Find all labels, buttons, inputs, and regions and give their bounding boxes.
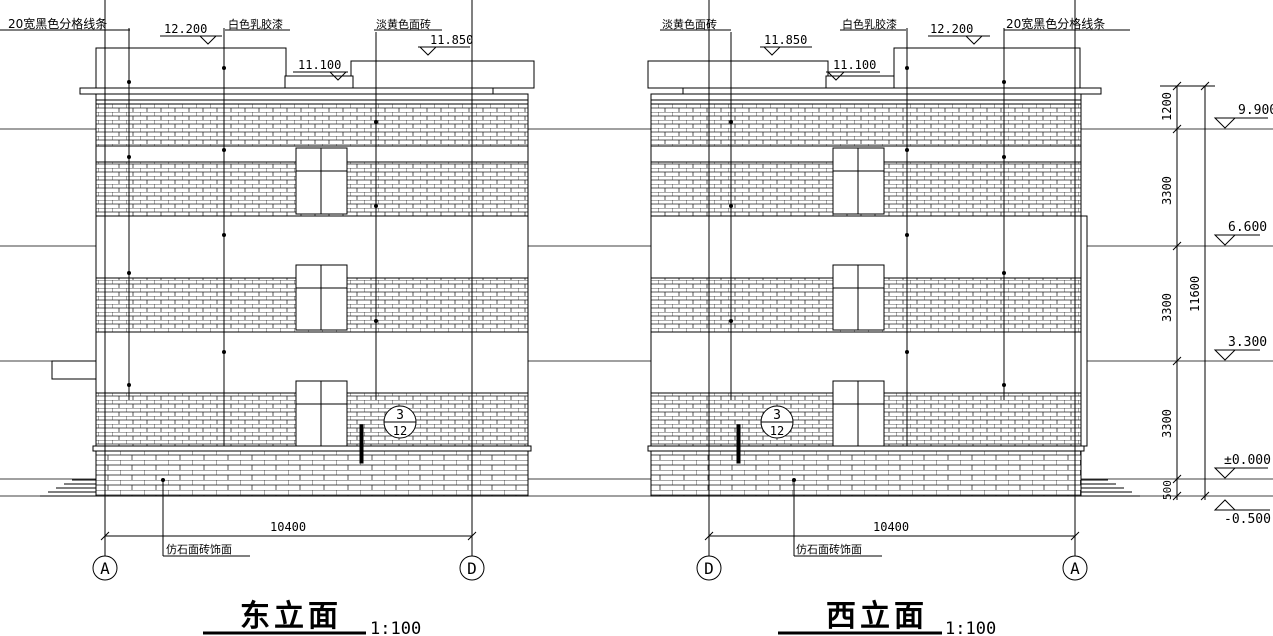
- vertical-dimensions: [1160, 81, 1270, 511]
- dim-total: 11600: [1188, 276, 1202, 312]
- east-level-stair: 11.850: [430, 33, 473, 47]
- east-annotations: 20宽黑色分格线条 12.200 白色乳胶漆 淡黄色面砖 11.850 11.1…: [0, 16, 485, 636]
- east-title: 东立面: [240, 599, 342, 634]
- west-axis-right: A: [1070, 559, 1080, 578]
- west-label-strip: 20宽黑色分格线条: [1006, 16, 1105, 31]
- west-level-parapet: 11.100: [833, 58, 876, 72]
- west-annotations: 淡黄色面砖 11.850 11.100 白色乳胶漆 12.200 20宽黑色分格…: [660, 16, 1130, 636]
- east-label-strip: 20宽黑色分格线条: [8, 16, 107, 31]
- east-detail-bottom: 12: [393, 424, 407, 438]
- east-label-yellow: 淡黄色面砖: [376, 17, 431, 31]
- east-label-paint: 白色乳胶漆: [228, 17, 283, 31]
- west-axis-left: D: [704, 559, 714, 578]
- east-label-stone: 仿石面砖饰面: [166, 542, 232, 556]
- dim-seg-1: 1200: [1160, 92, 1174, 121]
- dim-seg-5: 500: [1161, 480, 1174, 500]
- west-label-stone: 仿石面砖饰面: [796, 542, 862, 556]
- elev-3300: 3.300: [1228, 335, 1267, 350]
- east-axis-right: D: [467, 559, 477, 578]
- west-level-stair: 11.850: [764, 33, 807, 47]
- dim-seg-4: 3300: [1160, 409, 1174, 438]
- west-detail-top: 3: [773, 408, 781, 423]
- elev-minus-0500: -0.500: [1224, 512, 1271, 527]
- east-elevation: [40, 0, 535, 556]
- west-label-paint: 白色乳胶漆: [842, 17, 897, 31]
- west-title: 西立面: [826, 599, 928, 634]
- west-level-roof: 12.200: [930, 22, 973, 36]
- east-detail-top: 3: [396, 408, 404, 423]
- elev-6600: 6.600: [1228, 220, 1267, 235]
- east-leader-dots: [127, 66, 378, 482]
- west-elevation: [647, 0, 1140, 556]
- east-width: 10400: [270, 520, 306, 534]
- west-scale: 1:100: [945, 619, 996, 636]
- west-width: 10400: [873, 520, 909, 534]
- dim-seg-2: 3300: [1160, 176, 1174, 205]
- elev-0000: ±0.000: [1224, 453, 1271, 468]
- west-detail-bottom: 12: [770, 424, 784, 438]
- east-level-parapet: 11.100: [298, 58, 341, 72]
- east-level-roof: 12.200: [164, 22, 207, 36]
- west-leader-dots: [729, 66, 1006, 482]
- east-scale: 1:100: [370, 619, 421, 636]
- dim-seg-3: 3300: [1160, 293, 1174, 322]
- west-label-yellow: 淡黄色面砖: [662, 17, 717, 31]
- vertical-dimension-text: 1200 3300 3300 3300 500 11600 9.900 6.60…: [1160, 92, 1273, 527]
- east-axis-left: A: [100, 559, 110, 578]
- elev-9900: 9.900: [1238, 103, 1273, 118]
